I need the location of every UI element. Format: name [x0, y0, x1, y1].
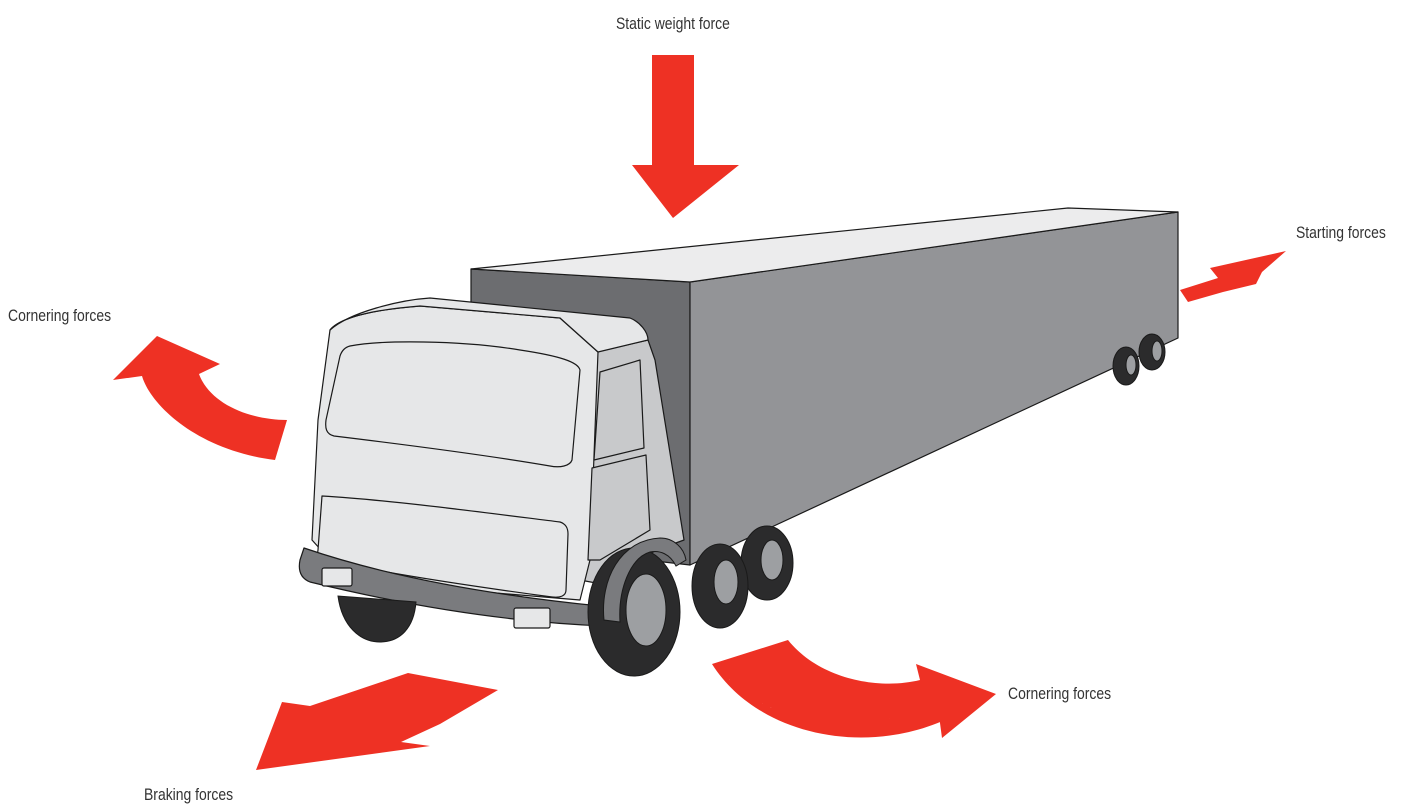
headlight-left [322, 568, 352, 586]
cornering-forces-right-label: Cornering forces [1008, 684, 1111, 704]
rear-wheel-rim [1152, 341, 1162, 361]
front-wheel-right-rim [626, 574, 666, 646]
static-weight-force-label: Static weight force [616, 14, 730, 34]
starting-forces-label: Starting forces [1296, 223, 1386, 243]
cornering-forces-right-arrow [712, 640, 996, 738]
starting-forces-arrow [1180, 251, 1286, 302]
cornering-forces-left-label: Cornering forces [8, 306, 111, 326]
headlight-right [514, 608, 550, 628]
static-weight-arrow [632, 55, 739, 218]
cornering-forces-left-arrow [113, 336, 287, 460]
front-wheel-left [338, 596, 416, 642]
braking-forces-label: Braking forces [144, 785, 233, 805]
rear-wheel-rim [1126, 355, 1136, 375]
drive-wheel-rim [714, 560, 738, 604]
side-window [594, 360, 644, 460]
drive-wheel-rim [761, 540, 783, 580]
braking-forces-arrow [256, 673, 498, 770]
